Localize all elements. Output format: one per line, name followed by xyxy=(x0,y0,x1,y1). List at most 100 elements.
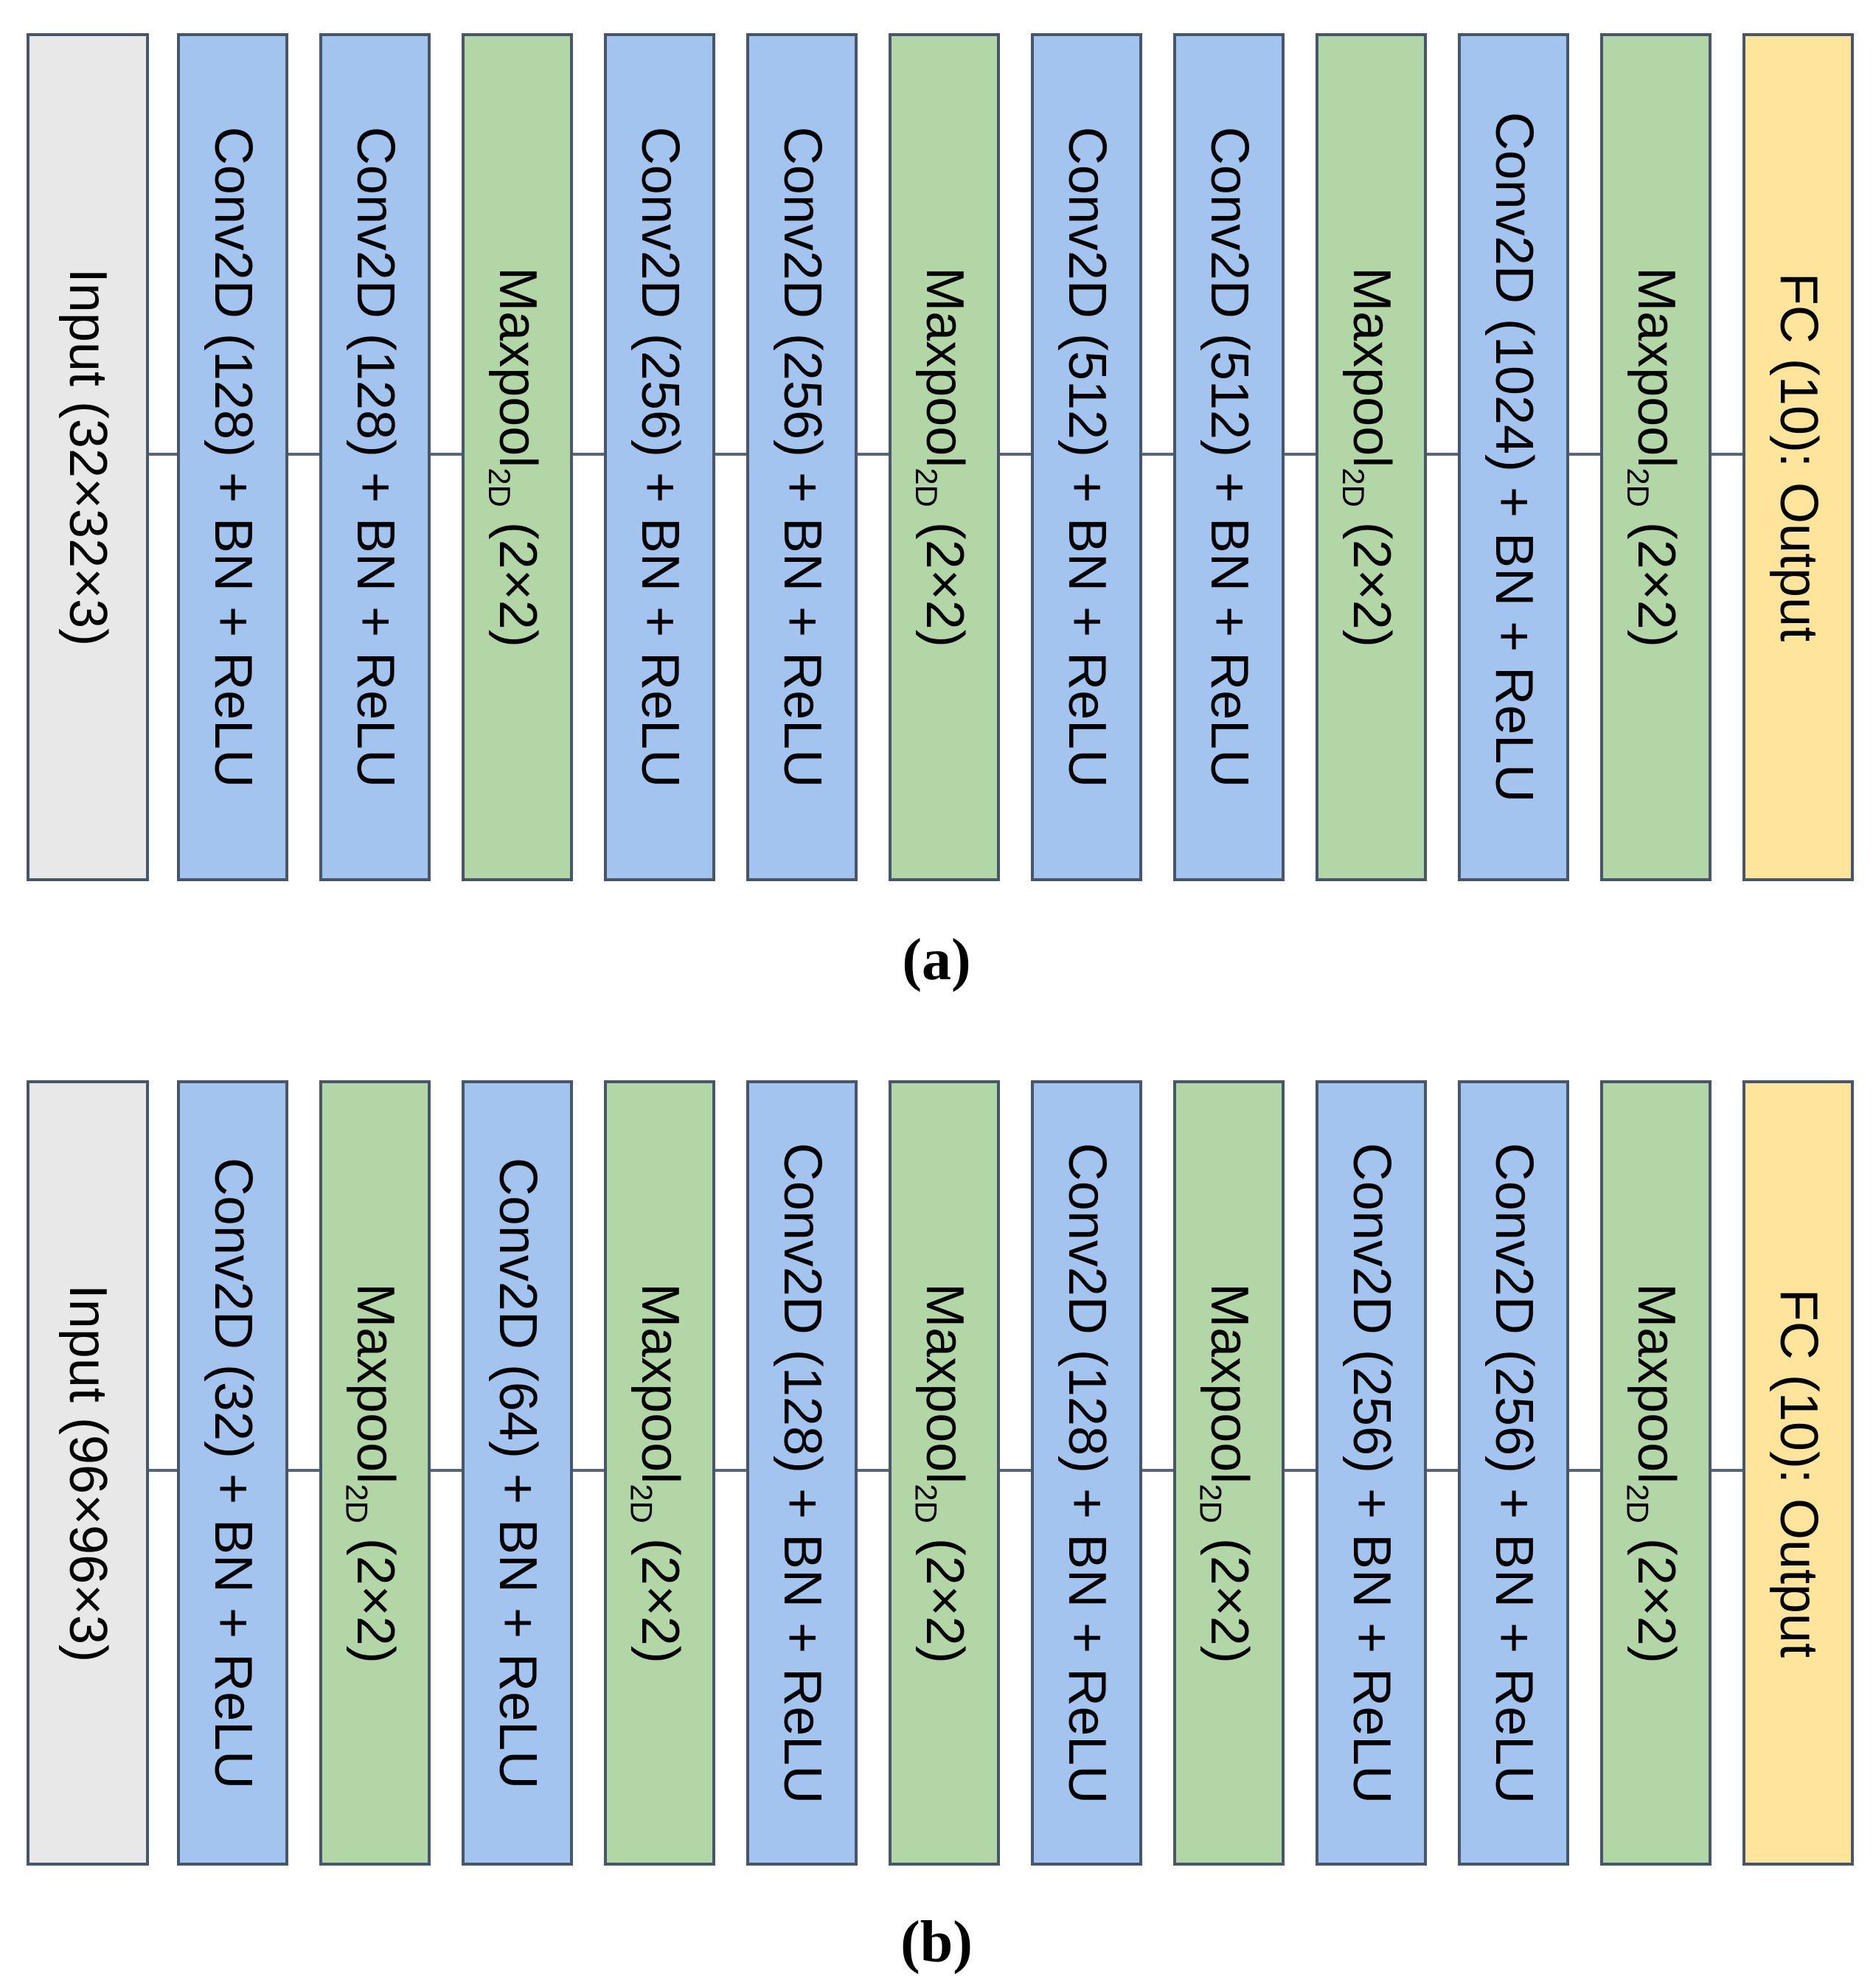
layer-label-text: (2×2) xyxy=(1199,1523,1259,1664)
layer-block-conv: Conv2D (128) + BN + ReLU xyxy=(177,33,288,881)
layer-label: Maxpool2D (2×2) xyxy=(908,1283,974,1664)
layer-label: Maxpool2D (2×2) xyxy=(482,267,547,647)
layer-label: Conv2D (128) + BN + ReLU xyxy=(1057,1142,1116,1804)
layer-label-text: Maxpool xyxy=(1341,267,1401,468)
layer-label-text: Maxpool xyxy=(1199,1282,1259,1484)
layer-label: Conv2D (32) + BN + ReLU xyxy=(203,1157,263,1789)
layer-label-text: Conv2D (256) + BN + ReLU xyxy=(1341,1142,1401,1804)
layer-label: Maxpool2D (2×2) xyxy=(339,1282,405,1664)
layer-block-conv: Conv2D (256) + BN + ReLU xyxy=(1316,1080,1427,1866)
layer-label-text: Maxpool xyxy=(1626,267,1686,468)
layer-label-text: Conv2D (256) + BN + ReLU xyxy=(772,126,832,788)
panel-a-label: (a) xyxy=(902,928,971,993)
layer-label: Maxpool2D (2×2) xyxy=(1620,267,1686,647)
layer-block-fc: FC (10): Output xyxy=(1742,33,1854,881)
layer-block-conv: Conv2D (128) + BN + ReLU xyxy=(1031,1080,1142,1866)
layer-label-text: Conv2D (256) + BN + ReLU xyxy=(1484,1142,1543,1804)
layer-block-conv: Conv2D (1024) + BN + ReLU xyxy=(1458,33,1569,881)
layer-block-pool: Maxpool2D (2×2) xyxy=(1173,1080,1285,1866)
layer-label: FC (10): Output xyxy=(1768,1288,1828,1658)
connector-line xyxy=(1142,1469,1173,1472)
layer-label-text: Conv2D (512) + BN + ReLU xyxy=(1057,126,1116,788)
connector-line xyxy=(858,1469,889,1472)
layer-block-pool: Maxpool2D (2×2) xyxy=(604,1080,715,1866)
layer-label: Conv2D (128) + BN + ReLU xyxy=(203,126,263,788)
layer-label-subscript: 2D xyxy=(1620,468,1655,507)
connector-line xyxy=(149,453,177,456)
layer-label-text: Conv2D (128) + BN + ReLU xyxy=(1057,1142,1116,1804)
layer-label: Conv2D (512) + BN + ReLU xyxy=(1057,126,1116,788)
layer-label: Conv2D (256) + BN + ReLU xyxy=(1484,1142,1543,1804)
connector-line xyxy=(858,453,889,456)
layer-label-text: Conv2D (512) + BN + ReLU xyxy=(1199,126,1259,788)
layer-block-conv: Conv2D (512) + BN + ReLU xyxy=(1031,33,1142,881)
layer-block-pool: Maxpool2D (2×2) xyxy=(889,33,1000,881)
layer-label-subscript: 2D xyxy=(482,468,517,507)
connector-line xyxy=(1142,453,1173,456)
connector-line xyxy=(1427,453,1458,456)
layer-block-input: Input (32×32×3) xyxy=(27,33,149,881)
layer-label-subscript: 2D xyxy=(1335,468,1371,507)
layer-block-conv: Conv2D (256) + BN + ReLU xyxy=(604,33,715,881)
layer-label: Maxpool2D (2×2) xyxy=(1335,267,1401,647)
layer-label: Input (96×96×3) xyxy=(58,1284,117,1662)
layer-label-text: Conv2D (64) + BN + ReLU xyxy=(487,1157,547,1789)
layer-label-subscript: 2D xyxy=(1193,1483,1229,1523)
layer-label-text: (2×2) xyxy=(345,1523,405,1664)
layer-label-subscript: 2D xyxy=(624,1483,659,1523)
layer-block-conv: Conv2D (128) + BN + ReLU xyxy=(319,33,431,881)
layer-block-pool: Maxpool2D (2×2) xyxy=(1316,33,1427,881)
layer-label-text: (2×2) xyxy=(914,1523,974,1664)
layer-block-input: Input (96×96×3) xyxy=(27,1080,149,1866)
connector-line xyxy=(1285,1469,1316,1472)
connector-line xyxy=(1000,453,1031,456)
layer-label: Conv2D (512) + BN + ReLU xyxy=(1199,126,1259,788)
connector-line xyxy=(1000,1469,1031,1472)
connector-line xyxy=(149,1469,177,1472)
layer-label: Conv2D (256) + BN + ReLU xyxy=(630,127,689,788)
layer-block-conv: Conv2D (128) + BN + ReLU xyxy=(746,1080,858,1866)
layer-block-pool: Maxpool2D (2×2) xyxy=(1600,1080,1712,1866)
connector-line xyxy=(288,1469,319,1472)
layer-label-text: FC (10): Output xyxy=(1768,1288,1828,1658)
connector-line xyxy=(1712,1469,1742,1472)
layer-label-text: Maxpool xyxy=(345,1282,405,1484)
layer-label: Maxpool2D (2×2) xyxy=(908,267,974,647)
layer-label-text: Maxpool xyxy=(914,267,974,468)
panel-a-row: Input (32×32×3) Conv2D (128) + BN + ReLU C… xyxy=(0,33,1873,881)
panel-b-row: Input (96×96×3) Conv2D (32) + BN + ReLU Ma… xyxy=(0,1080,1873,1866)
layer-label-text: (2×2) xyxy=(487,507,547,647)
layer-block-pool: Maxpool2D (2×2) xyxy=(1600,33,1712,881)
layer-block-conv: Conv2D (512) + BN + ReLU xyxy=(1173,33,1285,881)
layer-block-conv: Conv2D (32) + BN + ReLU xyxy=(177,1080,288,1866)
layer-label-subscript: 2D xyxy=(1620,1483,1655,1523)
connector-line xyxy=(1712,453,1742,456)
layer-label-text: Maxpool xyxy=(487,267,547,468)
layer-label-text: Conv2D (128) + BN + ReLU xyxy=(203,126,263,788)
connector-line xyxy=(1569,453,1600,456)
layer-label-text: Input (32×32×3) xyxy=(58,268,117,647)
layer-label-text: Maxpool xyxy=(630,1282,689,1484)
layer-label-text: Conv2D (128) + BN + ReLU xyxy=(772,1142,832,1804)
layer-label: Conv2D (256) + BN + ReLU xyxy=(1341,1142,1401,1804)
panel-b-label: (b) xyxy=(900,1910,973,1975)
connector-line xyxy=(431,453,462,456)
layer-label-text: (2×2) xyxy=(630,1523,689,1664)
connector-line xyxy=(573,1469,604,1472)
layer-label-text: Input (96×96×3) xyxy=(58,1284,117,1662)
layer-label-text: Conv2D (128) + BN + ReLU xyxy=(345,126,405,788)
connector-line xyxy=(1569,1469,1600,1472)
layer-label-text: (2×2) xyxy=(914,507,974,647)
layer-block-fc: FC (10): Output xyxy=(1742,1080,1854,1866)
layer-block-conv: Conv2D (64) + BN + ReLU xyxy=(462,1080,573,1866)
layer-label-text: Conv2D (1024) + BN + ReLU xyxy=(1484,111,1543,803)
layer-label: Conv2D (64) + BN + ReLU xyxy=(487,1157,547,1789)
layer-label: Maxpool2D (2×2) xyxy=(624,1282,689,1664)
connector-line xyxy=(288,453,319,456)
layer-label: FC (10): Output xyxy=(1769,273,1828,642)
layer-label-subscript: 2D xyxy=(908,468,944,507)
layer-block-pool: Maxpool2D (2×2) xyxy=(319,1080,431,1866)
layer-label-text: Conv2D (32) + BN + ReLU xyxy=(203,1157,263,1789)
layer-block-pool: Maxpool2D (2×2) xyxy=(889,1080,1000,1866)
